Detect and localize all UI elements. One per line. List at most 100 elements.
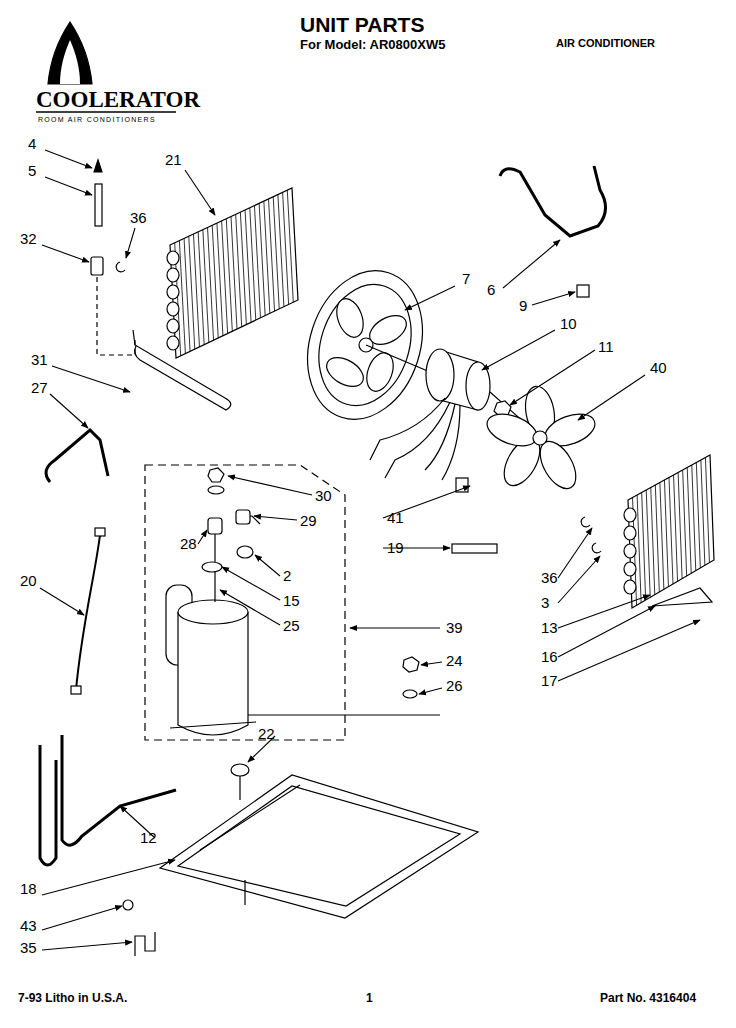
title: UNIT PARTS — [300, 14, 424, 35]
coil-fins — [175, 190, 294, 356]
coil-fin — [701, 460, 705, 565]
drawing-stroke — [208, 486, 224, 494]
leader-line — [228, 476, 312, 495]
callout-number: 2 — [283, 568, 291, 583]
coil-fin — [179, 241, 185, 354]
leader-line — [482, 330, 555, 370]
header-text: ROOM AIR CONDITIONERS — [38, 116, 156, 123]
part-22 — [231, 764, 249, 776]
drawing-stroke — [244, 880, 245, 905]
coil-fin — [642, 493, 646, 601]
drawing-stroke — [442, 405, 460, 480]
coil-fin — [245, 210, 251, 322]
callout-number: 19 — [387, 540, 404, 555]
coil-fin — [651, 488, 655, 595]
leader-line — [248, 714, 440, 715]
callout-number: 39 — [446, 620, 463, 635]
part-36 — [116, 262, 125, 272]
part-16 — [652, 588, 712, 606]
leader-line — [558, 595, 650, 628]
callout-number: 9 — [519, 298, 527, 313]
compressor — [178, 612, 248, 735]
drawing-stroke — [466, 362, 490, 410]
part-26 — [403, 690, 417, 698]
coil-fin — [692, 465, 696, 571]
callout-number: 36 — [130, 210, 147, 225]
coil-fin — [696, 463, 700, 569]
drawing-stroke — [533, 431, 547, 445]
leader-line — [42, 942, 132, 950]
part-35 — [135, 932, 155, 956]
part-5 — [95, 184, 102, 226]
callout-number: 28 — [180, 536, 197, 551]
coil-fin — [250, 208, 256, 320]
compressor-group — [145, 465, 345, 740]
leader-line — [558, 606, 655, 657]
hairpin — [167, 336, 179, 350]
leader-line — [220, 590, 280, 625]
coil-fin — [683, 470, 687, 576]
coil-fin — [705, 458, 709, 563]
coil-fin — [674, 475, 678, 581]
callout-number: 11 — [598, 339, 614, 354]
dashed-link — [97, 277, 135, 355]
leader-lines — [40, 150, 700, 950]
drawing-stroke — [95, 528, 105, 536]
callout-number: 35 — [20, 940, 37, 955]
callout-number: 13 — [541, 620, 558, 635]
coil-fin — [259, 203, 265, 315]
coil-fin — [269, 199, 275, 311]
drawing-stroke — [178, 786, 460, 906]
leader-line — [350, 627, 440, 628]
header-text: For Model: AR0800XW5 — [300, 38, 445, 51]
coil-fin — [222, 221, 228, 334]
part-43 — [123, 900, 133, 910]
coil-fin — [254, 206, 260, 318]
footer-text: Part No. 4316404 — [600, 992, 696, 1004]
leader-line — [503, 240, 560, 288]
coil-fin — [236, 214, 242, 326]
part-12 — [40, 735, 176, 865]
leader-line — [255, 555, 280, 576]
coil-fin — [664, 480, 668, 587]
motor-wires — [370, 398, 460, 480]
callout-number: 29 — [300, 513, 317, 528]
callout-number: 40 — [650, 360, 667, 375]
hairpin — [167, 251, 179, 265]
footer-text: 1 — [366, 992, 373, 1004]
coil-fin — [669, 478, 673, 585]
coil-fin — [193, 234, 199, 347]
coil-fin — [198, 232, 204, 345]
part-3 — [592, 543, 601, 553]
drawing-stroke — [200, 785, 300, 850]
leader-line — [185, 170, 215, 215]
callout-number: 43 — [20, 918, 37, 933]
footer-text: 7-93 Litho in U.S.A. — [18, 992, 127, 1004]
part-19 — [452, 544, 497, 553]
callout-number: 18 — [20, 881, 37, 896]
coil-fin — [637, 495, 641, 603]
hairpin — [624, 544, 636, 558]
callout-number: 12 — [140, 830, 157, 845]
callout-number: 26 — [446, 678, 463, 693]
callout-number: 4 — [28, 136, 36, 151]
drawing-stroke — [483, 408, 541, 452]
callout-number: 32 — [20, 231, 37, 246]
drawing-stroke — [385, 402, 450, 478]
leader-line — [42, 245, 89, 262]
callout-number: 24 — [446, 653, 463, 668]
callout-number: 6 — [487, 282, 495, 297]
parts — [36, 22, 714, 956]
part-25 — [202, 562, 222, 572]
leader-line — [419, 688, 442, 694]
leader-line — [45, 177, 92, 195]
leader-line — [42, 906, 122, 930]
coil-fin — [231, 217, 237, 330]
callout-number: 15 — [283, 593, 300, 608]
coil-fin — [660, 483, 664, 590]
leader-line — [558, 556, 600, 603]
callout-number: 10 — [560, 316, 577, 331]
leader-line — [421, 662, 442, 665]
part-24 — [403, 657, 419, 672]
hairpin — [624, 562, 636, 576]
